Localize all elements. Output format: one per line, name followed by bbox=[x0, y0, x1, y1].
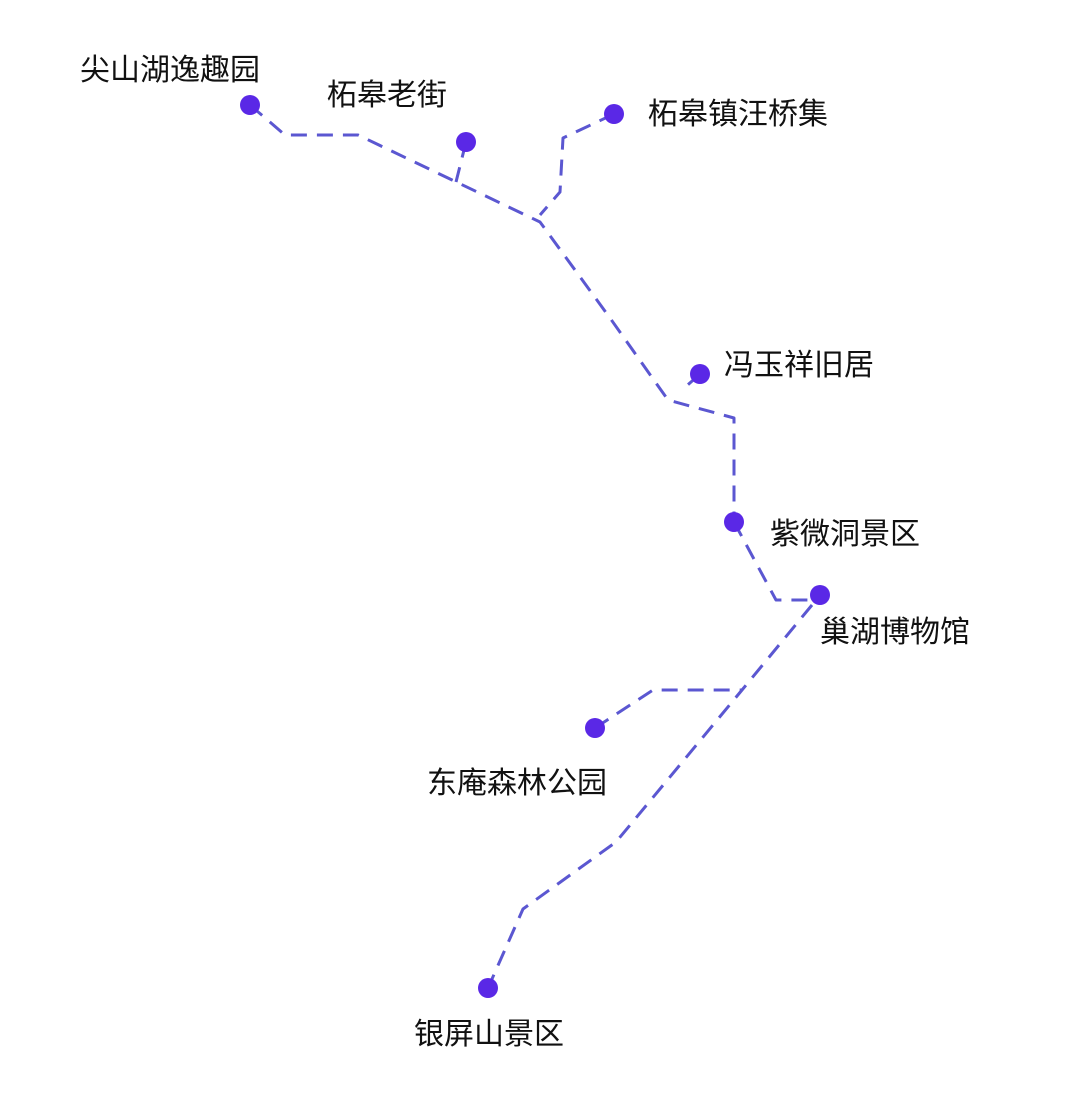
place-label-yinpingshan: 银屏山景区 bbox=[414, 1017, 564, 1052]
place-zhegao-old-street[interactable]: 柘皋老街 bbox=[327, 78, 476, 152]
place-jianshanhu[interactable]: 尖山湖逸趣园 bbox=[80, 53, 260, 115]
place-markers: 尖山湖逸趣园 柘皋老街 柘皋镇汪桥集 冯玉祥旧居 紫微洞景区 巢湖博物馆 东庵森… bbox=[80, 53, 970, 1052]
place-label-chaohu-museum: 巢湖博物馆 bbox=[820, 615, 970, 650]
place-zhegao-wangqiaoji[interactable]: 柘皋镇汪桥集 bbox=[604, 97, 828, 132]
place-yinpingshan[interactable]: 银屏山景区 bbox=[414, 978, 564, 1052]
place-label-zhegao-old-street: 柘皋老街 bbox=[327, 78, 447, 113]
place-label-zhegao-wangqiaoji: 柘皋镇汪桥集 bbox=[648, 97, 828, 132]
place-ziweidong[interactable]: 紫微洞景区 bbox=[724, 512, 920, 552]
place-dongan-forest[interactable]: 东庵森林公园 bbox=[427, 718, 607, 801]
place-feng-yuxiang[interactable]: 冯玉祥旧居 bbox=[690, 348, 874, 384]
place-label-jianshanhu: 尖山湖逸趣园 bbox=[80, 53, 260, 88]
location-pin-icon bbox=[478, 978, 498, 998]
place-label-feng-yuxiang: 冯玉祥旧居 bbox=[724, 348, 874, 383]
route-line-museum-link bbox=[732, 521, 820, 602]
location-pin-icon bbox=[240, 95, 260, 115]
location-pin-icon bbox=[810, 585, 830, 605]
place-label-ziweidong: 紫微洞景区 bbox=[770, 517, 920, 552]
route-lines bbox=[249, 103, 820, 989]
location-pin-icon bbox=[585, 718, 605, 738]
route-line-main-north bbox=[249, 103, 736, 522]
route-line-dongan-spur bbox=[594, 688, 742, 730]
route-line-main-south bbox=[486, 604, 814, 989]
location-pin-icon bbox=[604, 104, 624, 124]
place-label-dongan-forest: 东庵森林公园 bbox=[427, 766, 607, 801]
route-line-wangqiaoji-spur bbox=[538, 112, 615, 216]
location-pin-icon bbox=[690, 364, 710, 384]
location-pin-icon bbox=[724, 512, 744, 532]
place-chaohu-museum[interactable]: 巢湖博物馆 bbox=[810, 585, 970, 650]
location-pin-icon bbox=[456, 132, 476, 152]
